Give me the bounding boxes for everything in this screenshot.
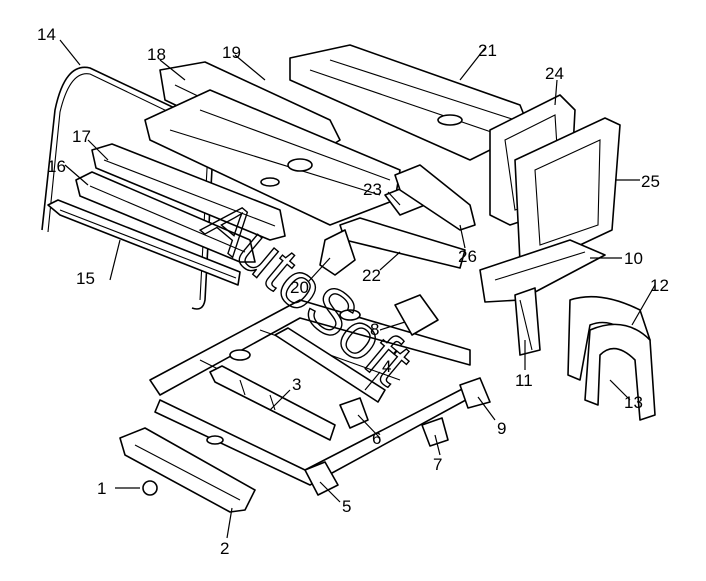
part-15-sill: [47, 199, 241, 286]
part-13-wheel-arch: [584, 323, 656, 421]
part-20-mount: [319, 229, 356, 276]
callout-13: 13: [624, 393, 643, 412]
callout-19: 19: [222, 43, 241, 62]
part-8-mount: [394, 294, 439, 336]
callout-7: 7: [433, 455, 442, 474]
part-2-bumper: [119, 427, 256, 513]
part-3-crossmember: [209, 365, 336, 441]
part-19-floor-panel: [144, 89, 401, 226]
part-4-crossmember: [274, 327, 386, 403]
callout-8: 8: [370, 320, 379, 339]
part-26-beam: [394, 164, 476, 231]
part-16-rail: [75, 171, 256, 263]
callout-3: 3: [292, 375, 301, 394]
callout-9: 9: [497, 419, 506, 438]
callouts: 1 2 3 4 5 6 7 8 9 10 11 12 13 14 15 16 1…: [37, 25, 669, 558]
callout-15: 15: [76, 269, 95, 288]
callout-14: 14: [37, 25, 56, 44]
callout-22: 22: [362, 266, 381, 285]
callout-4: 4: [382, 357, 391, 376]
part-17-rail: [91, 143, 286, 241]
part-6-mount: [339, 397, 369, 429]
callout-16: 16: [47, 157, 66, 176]
callout-20: 20: [290, 278, 309, 297]
callout-21: 21: [478, 41, 497, 60]
callout-17: 17: [72, 127, 91, 146]
callout-6: 6: [372, 429, 381, 448]
callout-26: 26: [458, 247, 477, 266]
callout-12: 12: [650, 276, 669, 295]
callout-1: 1: [97, 479, 106, 498]
callout-18: 18: [147, 45, 166, 64]
callout-24: 24: [545, 64, 564, 83]
callout-2: 2: [220, 539, 229, 558]
callout-11: 11: [515, 371, 533, 390]
part-11-pillar: [514, 287, 541, 356]
part-22-crossmember: [339, 217, 466, 269]
part-1-bolt: [142, 480, 158, 496]
callout-5: 5: [342, 497, 351, 516]
callout-25: 25: [641, 172, 660, 191]
part-5-mount: [304, 461, 339, 496]
callout-10: 10: [624, 249, 643, 268]
part-9-mount: [459, 377, 491, 409]
part-10-bracket: [479, 239, 606, 303]
part-7-mount: [421, 417, 449, 447]
leader-lines: [59, 39, 656, 539]
callout-23: 23: [363, 180, 382, 199]
